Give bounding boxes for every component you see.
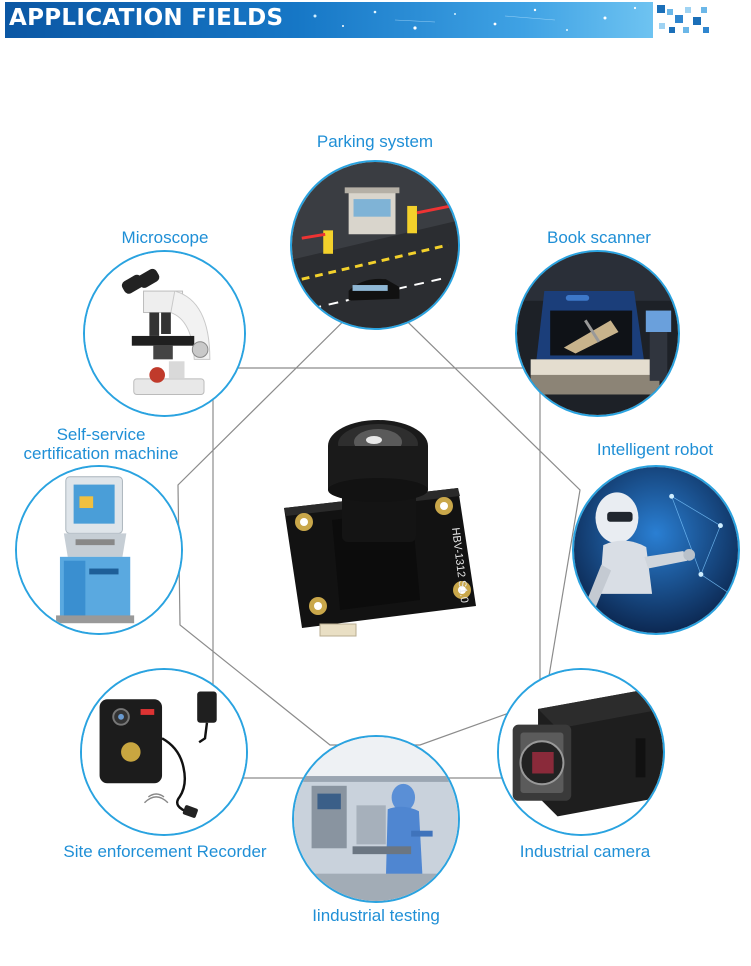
self-service-label-line2: certification machine bbox=[23, 444, 179, 463]
sparkle-decoration bbox=[313, 6, 637, 31]
site-enforcement-recorder-circle bbox=[80, 668, 248, 836]
book-scanner-circle bbox=[515, 250, 680, 417]
self-service-label-line1: Self-service bbox=[56, 425, 146, 444]
intelligent-robot-circle bbox=[572, 465, 740, 635]
self-service-label: Self-service certification machine bbox=[10, 425, 192, 463]
lab-image bbox=[294, 737, 458, 901]
camera-module-image: HBV-1312 S1.0 bbox=[284, 420, 476, 637]
header-banner: APPLICATION FIELDS bbox=[5, 2, 653, 38]
parking-system-label: Parking system bbox=[316, 132, 434, 151]
industrial-camera-label: Industrial camera bbox=[519, 842, 651, 861]
microscope-circle bbox=[83, 250, 246, 417]
microscope-image bbox=[85, 252, 244, 415]
page-title: APPLICATION FIELDS bbox=[9, 5, 284, 31]
body-camera-image bbox=[82, 670, 246, 834]
industrial-camera-circle bbox=[497, 668, 665, 836]
parking-system-circle bbox=[290, 160, 460, 330]
industrial-testing-label: Iindustrial testing bbox=[312, 906, 440, 925]
self-service-machine-circle bbox=[15, 465, 183, 635]
robot-image bbox=[574, 467, 738, 633]
pixel-logo-icon bbox=[657, 5, 709, 33]
kiosk-image bbox=[17, 467, 181, 633]
intelligent-robot-label: Intelligent robot bbox=[596, 440, 714, 459]
site-enforcement-recorder-label: Site enforcement Recorder bbox=[63, 842, 267, 861]
book-scanner-label: Book scanner bbox=[547, 228, 651, 247]
book-scanner-image bbox=[517, 252, 678, 415]
parking-lot-image bbox=[292, 162, 458, 328]
industrial-camera-image bbox=[499, 670, 663, 834]
microscope-label: Microscope bbox=[121, 228, 209, 247]
industrial-testing-circle bbox=[292, 735, 460, 903]
